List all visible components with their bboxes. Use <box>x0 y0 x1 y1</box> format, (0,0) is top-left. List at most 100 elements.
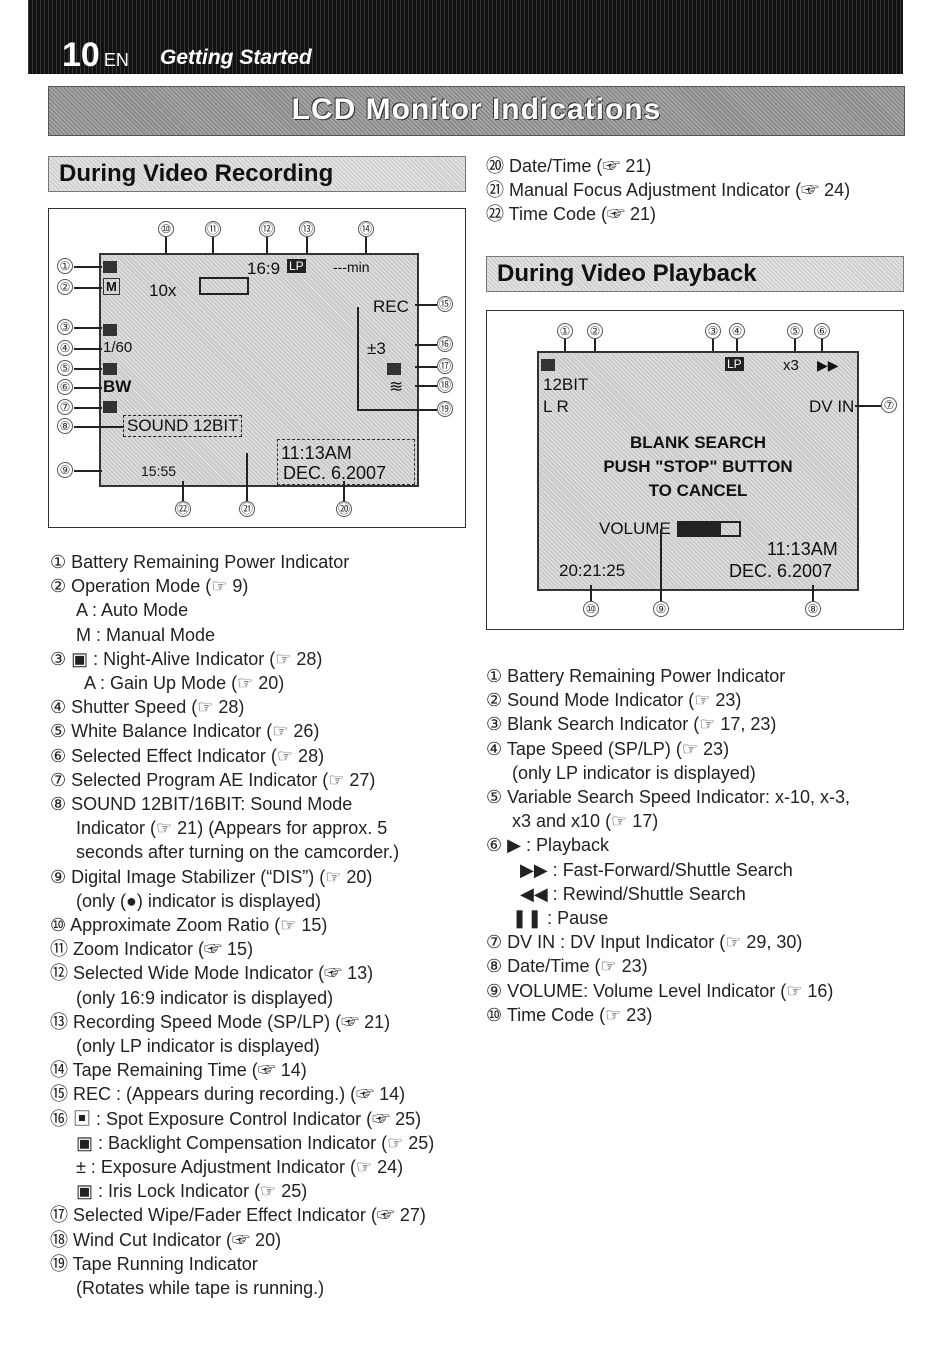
legend-item: ② Operation Mode (☞ 9) <box>50 576 249 597</box>
legend-item: A : Gain Up Mode (☞ 20) <box>84 673 285 694</box>
legend-item: ⑱ Wind Cut Indicator (☞ 20) <box>50 1229 282 1250</box>
legend-item: ④ Tape Speed (SP/LP) (☞ 23) <box>486 738 730 759</box>
callout-2: ② <box>587 323 603 339</box>
volume-label: VOLUME <box>599 519 671 538</box>
page-banner: LCD Monitor Indications <box>48 86 905 136</box>
callout-2: ② <box>57 279 73 295</box>
time-display: 11:13AM <box>281 443 352 463</box>
push-stop-text: PUSH "STOP" BUTTON <box>603 457 793 476</box>
legend-item: ③ Blank Search Indicator (☞ 17, 23) <box>486 714 777 735</box>
night-alive-icon <box>103 324 117 336</box>
tape-speed: LP <box>725 357 744 371</box>
callout-13: ⑬ <box>299 221 315 237</box>
legend-item: ⑨ VOLUME: Volume Level Indicator (☞ 16) <box>486 980 834 1001</box>
playback-mode-icon: ▶▶ <box>817 357 839 373</box>
callout-19: ⑲ <box>437 401 453 417</box>
timecode-display: 20:21:25 <box>559 561 626 580</box>
legend-item: (only LP indicator is displayed) <box>512 762 756 783</box>
page-title: LCD Monitor Indications <box>291 93 662 126</box>
legend-item: ㉒ Time Code (☞ 21) <box>486 204 657 225</box>
callout-7: ⑦ <box>881 397 897 413</box>
callout-1: ① <box>557 323 573 339</box>
section-title: Getting Started <box>160 46 312 69</box>
callout-9: ⑨ <box>57 462 73 478</box>
callout-5: ⑤ <box>787 323 803 339</box>
callout-18: ⑱ <box>437 377 453 393</box>
callout-14: ⑭ <box>358 221 374 237</box>
legend-item: ⑩ Approximate Zoom Ratio (☞ 15) <box>50 915 328 936</box>
sound-channels: L R <box>543 397 569 416</box>
legend-item: ⑲ Tape Running Indicator <box>50 1253 258 1274</box>
exposure-indicator: ±3 <box>367 339 386 358</box>
legend-item: ⑬ Recording Speed Mode (SP/LP) (☞ 21) <box>50 1011 391 1032</box>
legend-item: ◀◀ : Rewind/Shuttle Search <box>520 883 746 904</box>
callout-6: ⑥ <box>57 379 73 395</box>
callout-3: ③ <box>705 323 721 339</box>
blank-search-text: BLANK SEARCH <box>630 433 766 452</box>
wide-mode: 16:9 <box>247 259 281 278</box>
playback-legend-list: ① Battery Remaining Power Indicator ② So… <box>486 664 850 1027</box>
battery-icon <box>103 261 117 273</box>
legend-item: ⑥ ▶ : Playback <box>486 835 610 856</box>
legend-item: ㉑ Manual Focus Adjustment Indicator (☞ 2… <box>486 180 851 201</box>
callout-7: ⑦ <box>57 399 73 415</box>
playback-heading: During Video Playback <box>497 260 757 287</box>
legend-item: ⑤ Variable Search Speed Indicator: x-10,… <box>486 787 850 808</box>
legend-item: ⑫ Selected Wide Mode Indicator (☞ 13) <box>50 963 374 984</box>
callout-22: ㉒ <box>175 501 191 517</box>
callout-5: ⑤ <box>57 360 73 376</box>
callout-8: ⑧ <box>805 601 821 617</box>
playback-diagram: ① ② ③ ④ ⑤ ⑥ 12BIT L R LP x3 ▶▶ DV IN BLA… <box>486 310 904 630</box>
legend-item: ▣ : Backlight Compensation Indicator (☞ … <box>76 1132 435 1153</box>
legend-item: ⑧ Date/Time (☞ 23) <box>486 956 648 977</box>
recording-diagram: ⑩ ⑪ ⑫ ⑬ ⑭ M 10x 16:9 LP ---min REC 1/60 … <box>48 208 466 528</box>
search-speed: x3 <box>783 357 799 374</box>
legend-item: ⑳ Date/Time (☞ 21) <box>486 156 652 176</box>
legend-item: (only 16:9 indicator is displayed) <box>76 987 334 1008</box>
recording-speed: LP <box>287 259 306 273</box>
legend-item: ⑤ White Balance Indicator (☞ 26) <box>50 721 320 742</box>
legend-item: (Rotates while tape is running.) <box>76 1278 325 1299</box>
legend-item: ⑦ Selected Program AE Indicator (☞ 27) <box>50 769 376 790</box>
playback-lcd-screen: 12BIT L R LP x3 ▶▶ DV IN BLANK SEARCH PU… <box>537 351 859 591</box>
legend-item: ① Battery Remaining Power Indicator <box>50 552 350 572</box>
zoom-bar <box>199 277 249 295</box>
recording-heading: During Video Recording <box>59 160 334 187</box>
sound-bit: 12BIT <box>543 375 589 394</box>
effect-indicator: BW <box>103 377 132 396</box>
callout-15: ⑮ <box>437 296 453 312</box>
callout-21: ㉑ <box>239 501 255 517</box>
battery-icon <box>541 359 555 371</box>
recording-legend-list: ① Battery Remaining Power Indicator ② Op… <box>50 550 434 1300</box>
legend-item: ± : Exposure Adjustment Indicator (☞ 24) <box>76 1157 404 1178</box>
legend-item: ⑧ SOUND 12BIT/16BIT: Sound Mode <box>50 794 353 815</box>
legend-item: ⑩ Time Code (☞ 23) <box>486 1004 653 1025</box>
callout-16: ⑯ <box>437 336 453 352</box>
legend-item: ⑦ DV IN : DV Input Indicator (☞ 29, 30) <box>486 932 803 953</box>
callout-3: ③ <box>57 319 73 335</box>
callout-1: ① <box>57 258 73 274</box>
program-ae-icon <box>103 401 117 413</box>
timecode-display: 15:55 <box>141 463 177 479</box>
legend-item: ⑭ Tape Remaining Time (☞ 14) <box>50 1060 307 1081</box>
date-display: DEC. 6.2007 <box>729 561 833 581</box>
white-balance-icon <box>103 363 117 375</box>
legend-item: (only LP indicator is displayed) <box>76 1036 320 1057</box>
callout-9: ⑨ <box>653 601 669 617</box>
legend-item: ② Sound Mode Indicator (☞ 23) <box>486 690 742 711</box>
manual-mode-icon: M <box>103 278 120 295</box>
recording-heading-box: During Video Recording <box>48 156 466 192</box>
legend-item: ⑪ Zoom Indicator (☞ 15) <box>50 939 254 960</box>
zoom-ratio: 10x <box>149 281 177 300</box>
legend-item: ❚❚ : Pause <box>512 908 609 929</box>
callout-17: ⑰ <box>437 358 453 374</box>
legend-item: ④ Shutter Speed (☞ 28) <box>50 697 245 718</box>
volume-bar <box>677 521 741 537</box>
callout-10: ⑩ <box>158 221 174 237</box>
legend-item: Indicator (☞ 21) (Appears for approx. 5 <box>76 818 388 839</box>
legend-item: ① Battery Remaining Power Indicator <box>486 666 786 686</box>
legend-item: ③ ▣ : Night-Alive Indicator (☞ 28) <box>50 648 323 669</box>
callout-12: ⑫ <box>259 221 275 237</box>
callout-4: ④ <box>57 340 73 356</box>
